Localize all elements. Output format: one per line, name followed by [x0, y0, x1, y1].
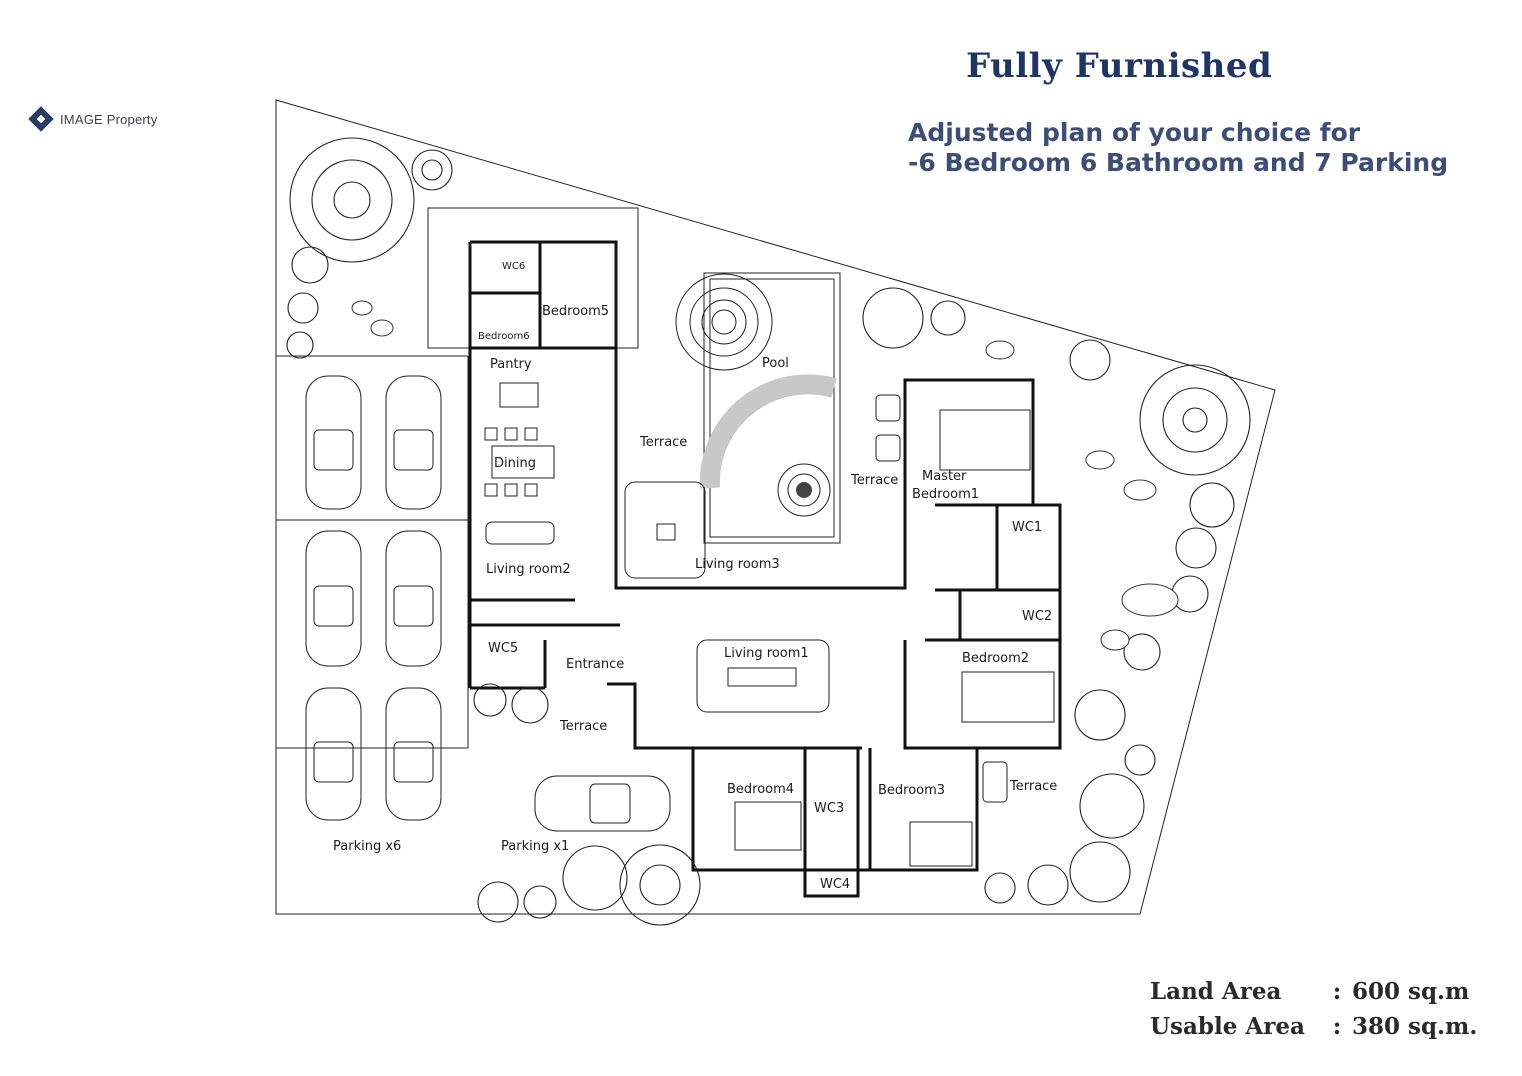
tree-icon: [1079, 773, 1145, 839]
stepping-stones: [351, 300, 1179, 651]
tree-icon: [289, 137, 415, 263]
tree-icon: [1124, 744, 1156, 776]
page-title: Fully Furnished: [966, 46, 1273, 86]
usable-area-row: Usable Area:380 sq.m.: [1150, 1013, 1477, 1040]
tree-icon: [287, 292, 319, 324]
label-terrace-entrance: Terrace: [559, 719, 607, 734]
land-area-value: 600 sq.m: [1352, 978, 1470, 1005]
car-icon: [385, 530, 442, 667]
usable-area-value: 380 sq.m.: [1352, 1013, 1478, 1040]
tree-icon: [411, 149, 453, 191]
tree-icon: [291, 246, 329, 284]
tree-icon: [1175, 527, 1217, 569]
tree-icon: [477, 881, 519, 923]
car-icon: [385, 375, 442, 510]
furniture: [484, 382, 1055, 867]
label-bedroom4: Bedroom4: [727, 782, 794, 797]
label-dining: Dining: [494, 456, 536, 471]
label-parking-x6: Parking x6: [333, 839, 401, 854]
tree-icon: [1123, 633, 1161, 671]
label-bedroom3: Bedroom3: [878, 783, 945, 798]
tree-icon: [862, 287, 924, 349]
tree-icon: [511, 686, 549, 724]
car-icon: [305, 687, 362, 821]
land-area-row: Land Area:600 sq.m: [1150, 978, 1469, 1005]
car-icon: [305, 530, 362, 667]
car-icon: [305, 375, 362, 510]
tree-icon: [1074, 689, 1126, 741]
label-pantry: Pantry: [490, 357, 532, 372]
trees: [286, 137, 1251, 926]
car-icon: [534, 775, 671, 832]
label-bedroom5: Bedroom5: [542, 304, 609, 319]
label-entrance: Entrance: [566, 657, 624, 672]
tree-icon: [523, 885, 557, 919]
tree-icon: [1069, 339, 1111, 381]
label-wc4: WC4: [820, 877, 850, 892]
land-area-label: Land Area: [1150, 978, 1282, 1005]
label-living-room1: Living room1: [724, 646, 809, 661]
parked-cars: [305, 375, 671, 832]
subtitle-line-2: -6 Bedroom 6 Bathroom and 7 Parking: [908, 148, 1449, 177]
tree-icon: [1171, 575, 1209, 613]
parking-area: [276, 355, 469, 749]
tree-icon: [930, 300, 966, 336]
label-parking-x1: Parking x1: [501, 839, 569, 854]
tree-icon: [286, 331, 314, 359]
tree-icon: [984, 872, 1016, 904]
tree-icon: [1027, 864, 1069, 906]
tree-icon: [1069, 841, 1131, 903]
tree-icon: [1189, 482, 1235, 528]
label-bedroom2: Bedroom2: [962, 651, 1029, 666]
label-terrace-pool: Terrace: [639, 435, 687, 450]
subtitle-line-1: Adjusted plan of your choice for: [908, 118, 1361, 147]
usable-area-separator: :: [1332, 1013, 1342, 1040]
usable-area-label: Usable Area: [1150, 1013, 1305, 1040]
car-icon: [385, 687, 442, 821]
land-area-separator: :: [1332, 978, 1342, 1005]
label-terrace-b3: Terrace: [1009, 779, 1057, 794]
pool: [675, 272, 841, 544]
label-pool: Pool: [762, 356, 789, 371]
label-wc1: WC1: [1012, 520, 1042, 535]
brand-logo: IMAGE Property: [28, 106, 158, 132]
tree-icon: [473, 683, 507, 717]
label-bedroom6: Bedroom6: [478, 331, 530, 342]
house-walls: [468, 240, 1062, 898]
label-master-line2: Bedroom1: [912, 487, 979, 502]
tree-icon: [619, 844, 701, 926]
label-wc6: WC6: [502, 261, 525, 272]
label-living-room2: Living room2: [486, 562, 571, 577]
service-court-outline: [427, 207, 639, 349]
label-master-line1: Master: [922, 469, 967, 484]
label-wc3: WC3: [814, 801, 844, 816]
tree-icon: [562, 845, 628, 911]
tree-icon: [1139, 364, 1251, 476]
label-living-room3: Living room3: [695, 557, 780, 572]
site-boundary: [275, 99, 1276, 915]
label-wc2: WC2: [1022, 609, 1052, 624]
brand-name: IMAGE Property: [60, 111, 158, 127]
label-terrace-master: Terrace: [850, 473, 898, 488]
label-wc5: WC5: [488, 641, 518, 656]
